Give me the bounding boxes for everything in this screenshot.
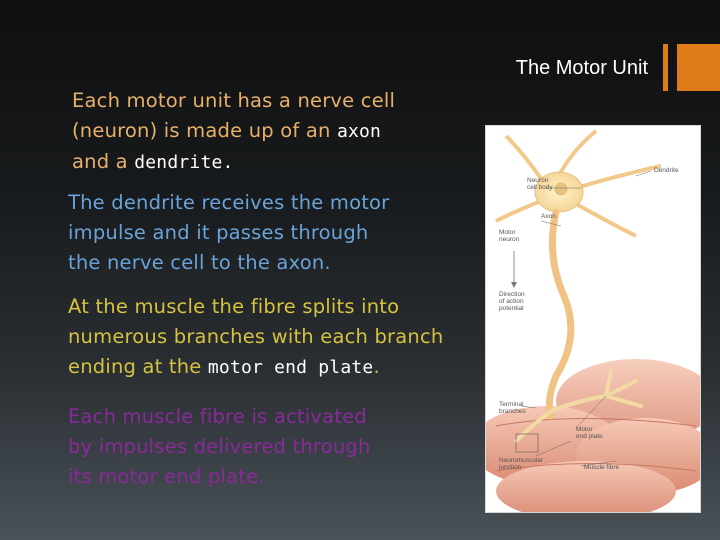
label-direction-2: of action xyxy=(499,298,524,305)
motor-unit-illustration: Neuron cell body Dendrite Axon Motor neu… xyxy=(485,125,701,513)
label-nmj-2: junction xyxy=(498,464,522,471)
p2-line-1: The dendrite receives the motor xyxy=(68,191,390,214)
label-motor-neuron-2: neuron xyxy=(499,236,520,243)
paragraph-motor-unit: Each motor unit has a nerve cell (neuron… xyxy=(72,86,472,178)
paragraph-dendrite: The dendrite receives the motor impulse … xyxy=(68,188,468,278)
paragraph-muscle-activation: Each muscle fibre is activated by impuls… xyxy=(68,402,428,492)
label-neuron-1: Neuron xyxy=(527,177,549,184)
p2-line-3: the nerve cell to the axon. xyxy=(68,251,331,274)
p4-line-1: Each muscle fibre is activated xyxy=(68,405,367,428)
p4-line-2: by impulses delivered through xyxy=(68,435,371,458)
label-nmj-1: Neuromuscular xyxy=(499,457,544,464)
accent-bar-thick xyxy=(677,44,720,91)
p2-line-2: impulse and it passes through xyxy=(68,221,369,244)
label-axon: Axon xyxy=(541,213,556,220)
p3-line-1: At the muscle the fibre splits into xyxy=(68,295,400,318)
accent-bar-thin xyxy=(663,44,668,91)
p3-line-3: ending at the motor end plate. xyxy=(68,355,380,378)
label-neuron-2: cell body xyxy=(527,184,553,191)
axon-path xyxy=(545,208,575,420)
term-motor-end-plate: motor end plate xyxy=(207,357,374,378)
slide-title: The Motor Unit xyxy=(515,57,648,79)
label-motor-end-plate-2: end plate xyxy=(576,433,603,440)
p1-line-3: and a dendrite. xyxy=(72,150,234,173)
label-terminal-1: Terminal xyxy=(499,401,524,408)
p1-line-2: (neuron) is made up of an axon xyxy=(72,119,382,142)
label-muscle-fibre: Muscle fibre xyxy=(584,464,619,471)
label-dendrite: Dendrite xyxy=(654,167,679,174)
label-terminal-2: branches xyxy=(499,408,526,415)
muscle-fibres xyxy=(486,359,700,512)
label-motor-neuron-1: Motor xyxy=(499,229,516,236)
label-direction-1: Direction xyxy=(499,291,525,298)
term-axon: axon xyxy=(336,121,382,142)
neuron-cell-body xyxy=(495,129,662,238)
p3-line-2: numerous branches with each branch xyxy=(68,325,444,348)
paragraph-muscle-branches: At the muscle the fibre splits into nume… xyxy=(68,292,468,383)
p1-line-1: Each motor unit has a nerve cell xyxy=(72,89,396,112)
p4-line-3: its motor end plate. xyxy=(68,465,265,488)
label-direction-3: potential xyxy=(499,305,524,312)
direction-arrow-icon xyxy=(511,251,517,288)
terminal-branches xyxy=(514,369,643,443)
label-motor-end-plate-1: Motor xyxy=(576,426,593,433)
neuron-diagram-svg: Neuron cell body Dendrite Axon Motor neu… xyxy=(486,129,700,512)
term-dendrite: dendrite. xyxy=(134,152,234,173)
